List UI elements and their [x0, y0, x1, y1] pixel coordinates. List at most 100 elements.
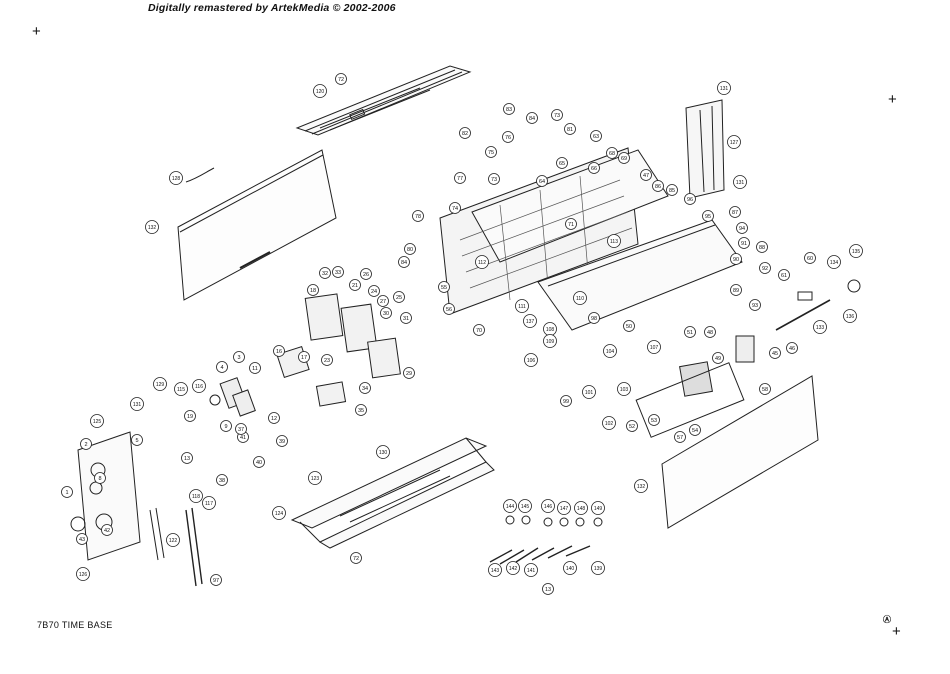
callout-number: 110 [576, 296, 584, 302]
callout-balloon [588, 162, 600, 174]
callout-number: 112 [478, 260, 486, 266]
callout-107: 107 [647, 340, 661, 354]
callout-balloon [730, 253, 742, 265]
callout-45: 45 [769, 347, 781, 359]
callout-balloon [308, 471, 322, 485]
callout-number: 125 [93, 419, 102, 425]
callout-number: 45 [772, 351, 778, 357]
callout-4: 4 [216, 361, 228, 373]
callout-number: 78 [415, 214, 421, 220]
callout-78: 78 [412, 210, 424, 222]
callout-balloon [749, 299, 761, 311]
callout-balloon [804, 252, 816, 264]
switch-assemblies [276, 293, 401, 407]
callout-52: 52 [626, 420, 638, 432]
callout-92: 92 [759, 262, 771, 274]
callout-number: 113 [610, 239, 618, 245]
callout-number: 24 [371, 289, 377, 295]
callout-76: 76 [502, 131, 514, 143]
callout-balloon [813, 320, 827, 334]
callout-balloon [736, 222, 748, 234]
callout-number: 5 [135, 438, 138, 444]
callout-50: 50 [623, 320, 635, 332]
callout-99: 99 [560, 395, 572, 407]
callout-number: 102 [605, 421, 614, 427]
callout-number: 8 [98, 476, 101, 482]
callout-balloon [335, 73, 347, 85]
callout-number: 130 [379, 450, 388, 456]
callout-number: 46 [789, 346, 795, 352]
callout-balloon [640, 169, 652, 181]
callout-18: 18 [307, 284, 319, 296]
callout-96: 96 [684, 193, 696, 205]
callout-balloon [166, 533, 180, 547]
callout-number: 66 [591, 166, 597, 172]
diagram-title: 7B70 TIME BASE [37, 620, 113, 630]
callout-number: 146 [544, 504, 553, 510]
callout-number: 38 [219, 478, 225, 484]
callout-33: 33 [332, 266, 344, 278]
callout-balloon [573, 291, 587, 305]
callout-number: 101 [585, 390, 594, 396]
callout-balloon [827, 255, 841, 269]
callout-number: 4 [220, 365, 223, 371]
callout-number: 128 [172, 176, 181, 182]
callout-81: 81 [564, 123, 576, 135]
callout-42: 42 [101, 524, 113, 536]
callout-98: 98 [588, 312, 600, 324]
callout-26: 26 [360, 268, 372, 280]
callout-number: 2 [84, 442, 87, 448]
callout-95: 95 [702, 210, 714, 222]
callout-number: 57 [677, 435, 683, 441]
callout-8: 8 [94, 472, 106, 484]
callout-number: 104 [606, 349, 615, 355]
potentiometers [209, 377, 256, 417]
callout-balloon [526, 112, 538, 124]
callout-149: 149 [591, 501, 605, 515]
callout-number: 94 [739, 226, 745, 232]
callout-number: 75 [488, 150, 494, 156]
callout-number: 54 [692, 428, 698, 434]
callout-number: 89 [733, 288, 739, 294]
callout-balloon [652, 180, 664, 192]
callout-number: 30 [383, 311, 389, 317]
callout-29: 29 [403, 367, 415, 379]
callout-102: 102 [602, 416, 616, 430]
callout-number: 131 [736, 180, 745, 186]
callout-number: 108 [546, 327, 555, 333]
callout-139: 139 [591, 561, 605, 575]
callout-86: 86 [652, 180, 664, 192]
callout-94: 94 [736, 222, 748, 234]
callout-balloon [403, 367, 415, 379]
callout-balloon [506, 561, 520, 575]
callout-87: 87 [729, 206, 741, 218]
hardware-kit [489, 515, 603, 565]
callout-balloon [602, 416, 616, 430]
callout-97: 97 [210, 574, 222, 586]
callout-number: 140 [566, 566, 575, 572]
callout-80: 80 [404, 243, 416, 255]
callout-number: 86 [655, 184, 661, 190]
callout-balloon [276, 435, 288, 447]
callout-number: 117 [205, 501, 213, 507]
callout-balloon [130, 397, 144, 411]
callout-127: 127 [727, 135, 741, 149]
callout-number: 148 [577, 506, 586, 512]
callout-balloon [398, 256, 410, 268]
callout-balloon [412, 210, 424, 222]
callout-number: 103 [620, 387, 629, 393]
callout-9: 9 [220, 420, 232, 432]
callout-number: 134 [830, 260, 839, 266]
callout-77: 77 [454, 172, 466, 184]
callout-balloon [502, 131, 514, 143]
callout-balloon [220, 420, 232, 432]
callout-130: 130 [376, 445, 390, 459]
callout-number: 27 [380, 299, 386, 305]
callout-number: 77 [457, 176, 463, 182]
callout-balloon [674, 431, 686, 443]
callout-balloon [733, 175, 747, 189]
callout-number: 76 [505, 135, 511, 141]
callout-number: 41 [240, 435, 246, 441]
callout-number: 37 [238, 427, 244, 433]
callout-number: 47 [643, 173, 649, 179]
